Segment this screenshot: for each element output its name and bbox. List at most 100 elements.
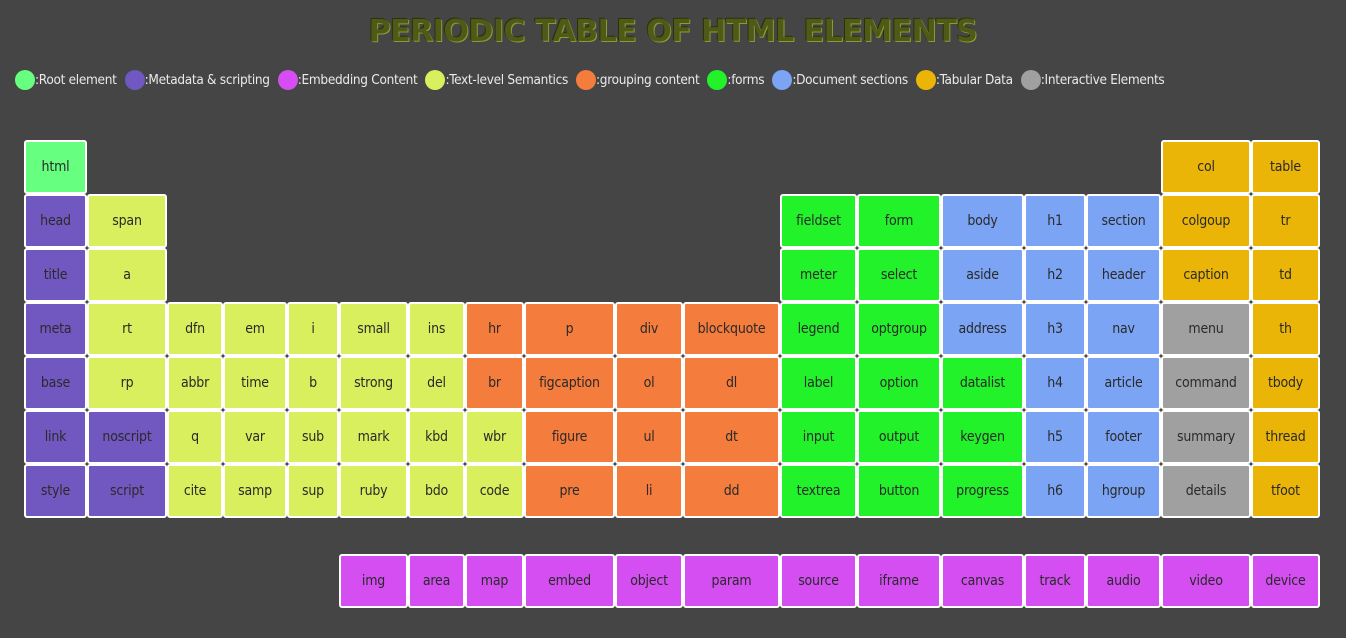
element-tile-var[interactable]: var bbox=[223, 410, 287, 464]
element-tile-audio[interactable]: audio bbox=[1086, 554, 1161, 608]
element-tile-li[interactable]: li bbox=[615, 464, 683, 518]
element-tile-html[interactable]: html bbox=[24, 140, 87, 194]
element-tile-rp[interactable]: rp bbox=[87, 356, 167, 410]
element-tile-em[interactable]: em bbox=[223, 302, 287, 356]
element-tile-title[interactable]: title bbox=[24, 248, 87, 302]
element-tile-aside[interactable]: aside bbox=[941, 248, 1024, 302]
element-tile-map[interactable]: map bbox=[465, 554, 524, 608]
element-tile-small[interactable]: small bbox=[339, 302, 408, 356]
element-tile-command[interactable]: command bbox=[1161, 356, 1251, 410]
element-tile-link[interactable]: link bbox=[24, 410, 87, 464]
element-tile-cite[interactable]: cite bbox=[167, 464, 223, 518]
element-tile-object[interactable]: object bbox=[615, 554, 683, 608]
element-tile-thread[interactable]: thread bbox=[1251, 410, 1320, 464]
element-tile-param[interactable]: param bbox=[683, 554, 780, 608]
element-tile-meta[interactable]: meta bbox=[24, 302, 87, 356]
element-tile-a[interactable]: a bbox=[87, 248, 167, 302]
element-tile-source[interactable]: source bbox=[780, 554, 857, 608]
element-tile-device[interactable]: device bbox=[1251, 554, 1320, 608]
element-tile-h6[interactable]: h6 bbox=[1024, 464, 1086, 518]
element-tile-br[interactable]: br bbox=[465, 356, 524, 410]
element-tile-ruby[interactable]: ruby bbox=[339, 464, 408, 518]
element-tile-div[interactable]: div bbox=[615, 302, 683, 356]
element-tile-th[interactable]: th bbox=[1251, 302, 1320, 356]
element-tile-nav[interactable]: nav bbox=[1086, 302, 1161, 356]
element-tile-time[interactable]: time bbox=[223, 356, 287, 410]
element-tile-dl[interactable]: dl bbox=[683, 356, 780, 410]
element-tile-rt[interactable]: rt bbox=[87, 302, 167, 356]
element-tile-q[interactable]: q bbox=[167, 410, 223, 464]
element-tile-progress[interactable]: progress bbox=[941, 464, 1024, 518]
element-tile-wbr[interactable]: wbr bbox=[465, 410, 524, 464]
element-tile-base[interactable]: base bbox=[24, 356, 87, 410]
element-tile-script[interactable]: script bbox=[87, 464, 167, 518]
element-tile-code[interactable]: code bbox=[465, 464, 524, 518]
element-tile-hgroup[interactable]: hgroup bbox=[1086, 464, 1161, 518]
element-tile-menu[interactable]: menu bbox=[1161, 302, 1251, 356]
element-tile-ul[interactable]: ul bbox=[615, 410, 683, 464]
element-tile-sub[interactable]: sub bbox=[287, 410, 339, 464]
element-tile-bdo[interactable]: bdo bbox=[408, 464, 465, 518]
element-tile-kbd[interactable]: kbd bbox=[408, 410, 465, 464]
element-tile-noscript[interactable]: noscript bbox=[87, 410, 167, 464]
element-tile-summary[interactable]: summary bbox=[1161, 410, 1251, 464]
element-tile-header[interactable]: header bbox=[1086, 248, 1161, 302]
element-tile-b[interactable]: b bbox=[287, 356, 339, 410]
element-tile-track[interactable]: track bbox=[1024, 554, 1086, 608]
element-tile-tbody[interactable]: tbody bbox=[1251, 356, 1320, 410]
element-tile-del[interactable]: del bbox=[408, 356, 465, 410]
element-tile-abbr[interactable]: abbr bbox=[167, 356, 223, 410]
element-tile-h3[interactable]: h3 bbox=[1024, 302, 1086, 356]
element-tile-style[interactable]: style bbox=[24, 464, 87, 518]
element-tile-i[interactable]: i bbox=[287, 302, 339, 356]
element-tile-table[interactable]: table bbox=[1251, 140, 1320, 194]
element-tile-address[interactable]: address bbox=[941, 302, 1024, 356]
element-tile-iframe[interactable]: iframe bbox=[857, 554, 941, 608]
element-tile-blockquote[interactable]: blockquote bbox=[683, 302, 780, 356]
element-tile-sup[interactable]: sup bbox=[287, 464, 339, 518]
element-tile-h5[interactable]: h5 bbox=[1024, 410, 1086, 464]
element-tile-td[interactable]: td bbox=[1251, 248, 1320, 302]
element-tile-select[interactable]: select bbox=[857, 248, 941, 302]
element-tile-col[interactable]: col bbox=[1161, 140, 1251, 194]
element-tile-p[interactable]: p bbox=[524, 302, 615, 356]
element-tile-figcaption[interactable]: figcaption bbox=[524, 356, 615, 410]
element-tile-dfn[interactable]: dfn bbox=[167, 302, 223, 356]
element-tile-mark[interactable]: mark bbox=[339, 410, 408, 464]
element-tile-tr[interactable]: tr bbox=[1251, 194, 1320, 248]
element-tile-span[interactable]: span bbox=[87, 194, 167, 248]
element-tile-meter[interactable]: meter bbox=[780, 248, 857, 302]
element-tile-samp[interactable]: samp bbox=[223, 464, 287, 518]
element-tile-details[interactable]: details bbox=[1161, 464, 1251, 518]
element-tile-colgoup[interactable]: colgoup bbox=[1161, 194, 1251, 248]
element-tile-keygen[interactable]: keygen bbox=[941, 410, 1024, 464]
element-tile-ol[interactable]: ol bbox=[615, 356, 683, 410]
element-tile-h1[interactable]: h1 bbox=[1024, 194, 1086, 248]
element-tile-strong[interactable]: strong bbox=[339, 356, 408, 410]
element-tile-input[interactable]: input bbox=[780, 410, 857, 464]
element-tile-optgroup[interactable]: optgroup bbox=[857, 302, 941, 356]
element-tile-legend[interactable]: legend bbox=[780, 302, 857, 356]
element-tile-article[interactable]: article bbox=[1086, 356, 1161, 410]
element-tile-hr[interactable]: hr bbox=[465, 302, 524, 356]
element-tile-pre[interactable]: pre bbox=[524, 464, 615, 518]
element-tile-body[interactable]: body bbox=[941, 194, 1024, 248]
element-tile-textrea[interactable]: textrea bbox=[780, 464, 857, 518]
element-tile-tfoot[interactable]: tfoot bbox=[1251, 464, 1320, 518]
element-tile-button[interactable]: button bbox=[857, 464, 941, 518]
element-tile-h4[interactable]: h4 bbox=[1024, 356, 1086, 410]
element-tile-footer[interactable]: footer bbox=[1086, 410, 1161, 464]
element-tile-dd[interactable]: dd bbox=[683, 464, 780, 518]
element-tile-datalist[interactable]: datalist bbox=[941, 356, 1024, 410]
element-tile-video[interactable]: video bbox=[1161, 554, 1251, 608]
element-tile-area[interactable]: area bbox=[408, 554, 465, 608]
element-tile-caption[interactable]: caption bbox=[1161, 248, 1251, 302]
element-tile-option[interactable]: option bbox=[857, 356, 941, 410]
element-tile-label[interactable]: label bbox=[780, 356, 857, 410]
element-tile-canvas[interactable]: canvas bbox=[941, 554, 1024, 608]
element-tile-form[interactable]: form bbox=[857, 194, 941, 248]
element-tile-dt[interactable]: dt bbox=[683, 410, 780, 464]
element-tile-h2[interactable]: h2 bbox=[1024, 248, 1086, 302]
element-tile-section[interactable]: section bbox=[1086, 194, 1161, 248]
element-tile-figure[interactable]: figure bbox=[524, 410, 615, 464]
